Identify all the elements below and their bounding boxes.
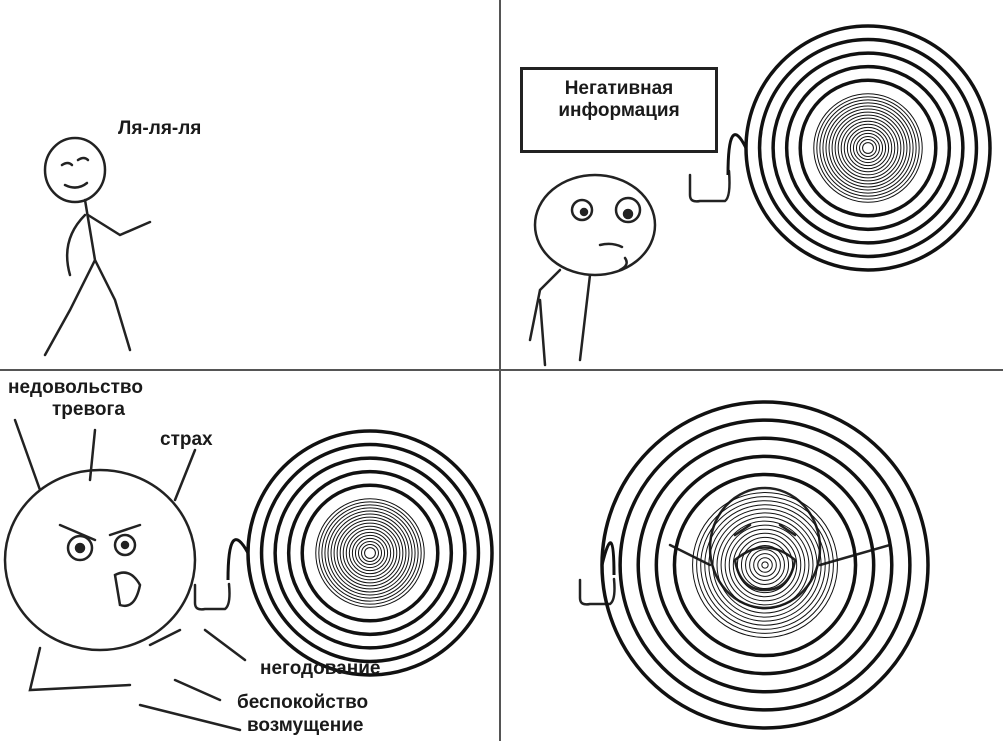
spiral-ring [744, 24, 992, 272]
spiral-ring [321, 504, 419, 602]
sign-line-1: Негативная [564, 78, 674, 99]
spiral-ring [745, 545, 785, 585]
spiral-ring [345, 528, 395, 578]
spiral-ring [771, 51, 965, 245]
negative-info-sign: Негативная информация [520, 67, 718, 153]
label-outrage: возмущение [247, 715, 364, 736]
spiral-ring [846, 126, 890, 170]
spiral-ring [728, 528, 802, 602]
spiral-ring [348, 531, 392, 575]
spiral-ring [315, 498, 425, 608]
spiral-tail [226, 538, 250, 581]
spiral-ring [862, 142, 874, 154]
label-indignation: негодование [260, 658, 381, 679]
spiral-ring [740, 540, 790, 590]
spiral-ring [813, 93, 923, 203]
spiral-ring [855, 135, 881, 161]
spiral-ring [798, 78, 938, 218]
spiral-ring [843, 123, 893, 173]
walking-figure [43, 136, 152, 357]
spiral-ring [361, 544, 379, 562]
spiral-ring [300, 483, 440, 623]
spiral-ring [816, 96, 920, 200]
spiral-ring [819, 99, 917, 197]
spiral-ring [318, 501, 422, 605]
spiral-ring [327, 510, 413, 596]
spiral-ring [246, 429, 494, 677]
spiral-ring [324, 507, 416, 599]
spiral-panel-2 [726, 24, 992, 272]
rage-face [578, 486, 892, 610]
spiral-ring [618, 418, 912, 712]
spiral-ring [837, 117, 899, 179]
spiral-ring [654, 454, 876, 676]
spiral-ring [757, 557, 773, 573]
spiral-ring [330, 513, 410, 593]
spiral-ring [336, 519, 404, 587]
spiral-ring [333, 516, 407, 590]
spiral-ring [273, 456, 467, 650]
spiral-ring [859, 139, 877, 157]
label-dissatisfaction: недовольство [8, 377, 143, 398]
spiral-ring [339, 522, 401, 584]
spiral-ring [704, 504, 826, 626]
spiral-ring [831, 111, 905, 185]
spiral-ring [600, 400, 930, 730]
caption-la-la-la: Ля-ля-ля [118, 118, 202, 139]
spiral-panel-4 [600, 400, 930, 730]
spiral-ring [720, 520, 810, 610]
label-worry: беспокойство [237, 692, 369, 713]
spiral-ring [672, 472, 858, 658]
spiral-ring [849, 129, 887, 167]
sign-line-2: информация [558, 100, 680, 121]
spiral-ring [342, 525, 398, 581]
angry-face [3, 418, 247, 732]
spiral-ring [708, 508, 822, 622]
spiral-ring [732, 532, 798, 598]
label-anxiety: тревога [52, 399, 125, 420]
spiral-ring [784, 64, 952, 232]
spiral-ring [357, 540, 383, 566]
spiral-ring [825, 105, 911, 191]
thinking-figure [528, 169, 731, 367]
spiral-ring [354, 537, 386, 569]
spiral-ring [724, 524, 806, 606]
spiral-panel-3 [226, 429, 494, 677]
spiral-ring [259, 442, 481, 664]
spiral-ring [852, 132, 884, 164]
spiral-ring [716, 516, 814, 614]
spiral-ring [828, 108, 908, 188]
spiral-ring [692, 492, 838, 638]
spiral-ring [840, 120, 896, 176]
spiral-ring [696, 496, 834, 634]
spiral-ring [834, 114, 902, 182]
spiral-ring [364, 547, 376, 559]
spiral-ring [761, 561, 769, 569]
spiral-ring [712, 512, 818, 618]
spiral-ring [822, 102, 914, 194]
label-fear: страх [160, 429, 213, 450]
spiral-ring [757, 37, 979, 259]
spiral-tail [726, 133, 748, 176]
spiral-ring [749, 549, 781, 581]
spiral-ring [351, 534, 389, 572]
spiral-ring [636, 436, 894, 694]
spiral-ring [286, 469, 454, 637]
spiral-ring [700, 500, 830, 630]
spiral-tail [600, 541, 616, 576]
spiral-ring [736, 536, 794, 594]
spiral-ring [753, 553, 777, 577]
